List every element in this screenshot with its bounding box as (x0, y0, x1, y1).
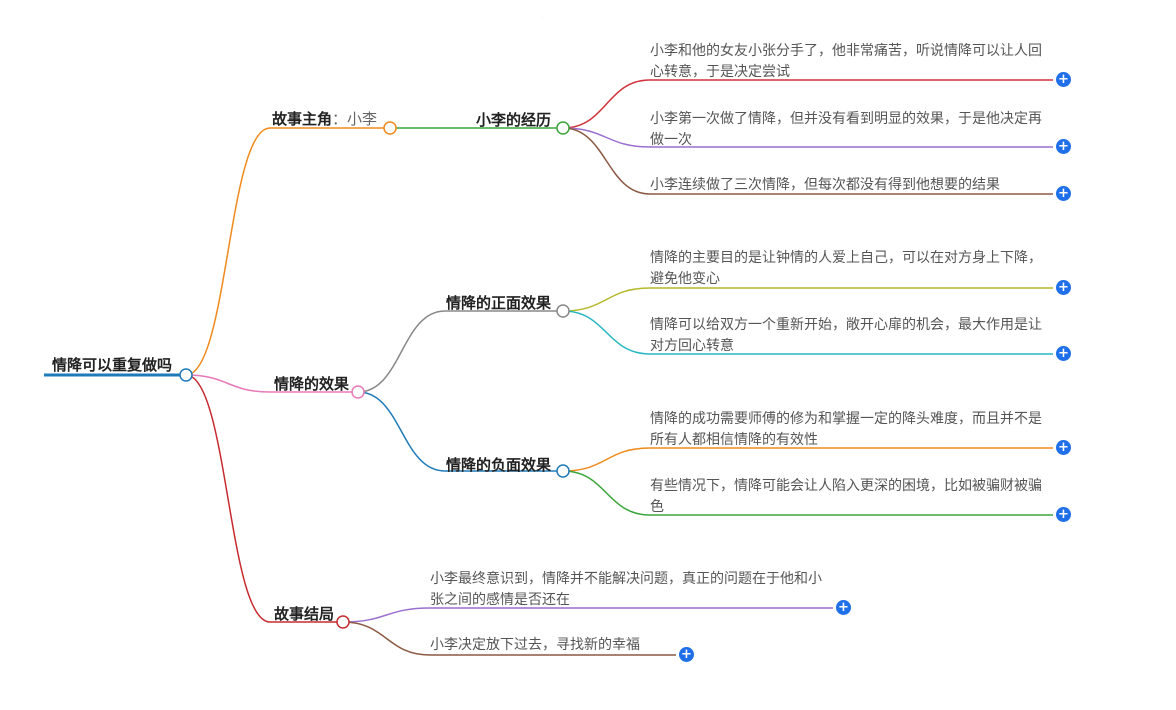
leaf-experience-3[interactable]: 小李连续做了三次情降，但每次都没有得到他想要的结果 (650, 177, 1000, 193)
link-ending-leaf (342, 607, 431, 623)
link-positive-leaf (562, 310, 651, 355)
experience-node-toggle[interactable] (556, 121, 570, 135)
expand-plus-icon[interactable]: + (1056, 440, 1071, 455)
link-experience-leaf (562, 127, 651, 148)
link-experience-leaf (562, 79, 651, 129)
link-negative-leaf (562, 447, 651, 472)
negative-node-toggle[interactable] (556, 464, 570, 478)
expand-plus-icon[interactable]: + (1056, 186, 1071, 201)
leaf-experience-1[interactable]: 小李和他的女友小张分手了，他非常痛苦，听说情降可以让人回心转意，于是决定尝试 (650, 43, 1042, 80)
protagonist-separator: ： (332, 110, 348, 128)
expand-plus-icon[interactable]: + (1056, 72, 1071, 87)
expand-plus-icon[interactable]: + (1056, 346, 1071, 361)
link-root-effects (185, 374, 271, 393)
expand-plus-icon[interactable]: + (1056, 280, 1071, 295)
link-root-ending (185, 374, 271, 623)
expand-plus-icon[interactable]: + (1056, 139, 1071, 154)
ending-node-toggle[interactable] (336, 615, 350, 629)
branch-ending[interactable]: 故事结局 (274, 605, 335, 623)
effects-node-toggle[interactable] (351, 385, 365, 399)
positive-node-toggle[interactable] (556, 304, 570, 318)
leaf-positive-2[interactable]: 情降可以给双方一个重新开始，敞开心扉的机会，最大作用是让对方回心转意 (650, 317, 1042, 354)
protagonist-node-toggle[interactable] (383, 121, 397, 135)
node-experience[interactable]: 小李的经历 (476, 111, 552, 129)
leaf-negative-1[interactable]: 情降的成功需要师傅的修为和掌握一定的降头难度，而且并不是所有人都相信情降的有效性 (650, 411, 1042, 448)
protagonist-label: 故事主角 (272, 110, 333, 128)
link-ending-leaf (342, 621, 431, 656)
link-effects-positive (357, 310, 446, 393)
expand-plus-icon[interactable]: + (1056, 507, 1071, 522)
expand-plus-icon[interactable]: + (836, 600, 851, 615)
leaf-ending-2[interactable]: 小李决定放下过去，寻找新的幸福 (430, 637, 640, 653)
leaf-experience-2[interactable]: 小李第一次做了情降，但并没有看到明显的效果，于是他决定再做一次 (650, 111, 1042, 148)
link-experience-leaf (562, 127, 651, 195)
link-negative-leaf (562, 470, 651, 516)
protagonist-value: 小李 (347, 110, 378, 128)
leaf-ending-1[interactable]: 小李最终意识到，情降并不能解决问题，真正的问题在于他和小张之间的感情是否还在 (430, 571, 822, 608)
node-positive-effects[interactable]: 情降的正面效果 (446, 294, 552, 312)
branch-protagonist[interactable]: 故事主角：小李 (272, 108, 377, 129)
branch-effects[interactable]: 情降的效果 (274, 375, 350, 393)
expand-plus-icon[interactable]: + (679, 647, 694, 662)
root-node-label[interactable]: 情降可以重复做吗 (52, 356, 173, 374)
link-positive-leaf (562, 287, 651, 312)
link-root-protagonist (185, 127, 271, 376)
leaf-positive-1[interactable]: 情降的主要目的是让钟情的人爱上自己，可以在对方身上下降，避免他变心 (650, 250, 1042, 287)
node-negative-effects[interactable]: 情降的负面效果 (446, 456, 552, 474)
leaf-negative-2[interactable]: 有些情况下，情降可能会让人陷入更深的困境，比如被骗财被骗色 (650, 478, 1042, 515)
root-node-toggle[interactable] (179, 368, 193, 382)
link-effects-negative (357, 391, 446, 472)
